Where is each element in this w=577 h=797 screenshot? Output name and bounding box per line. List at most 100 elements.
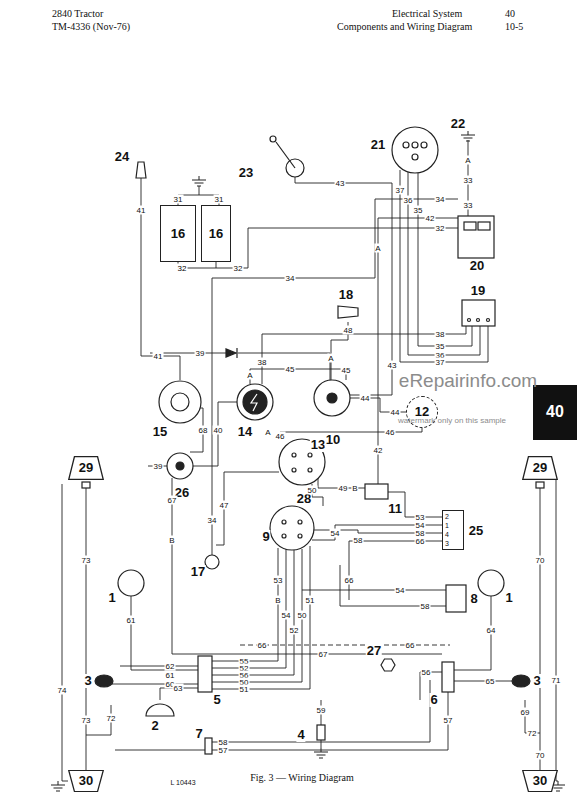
wire-number: 72 [527, 729, 538, 738]
wire-number: 56 [421, 668, 432, 677]
wire-number: B [351, 484, 358, 493]
wire-number: 33 [463, 176, 474, 185]
wire-number: 51 [305, 596, 316, 605]
figure-code: L 10443 [170, 779, 195, 786]
components [478, 222, 490, 230]
lamp-outline [69, 770, 104, 791]
lamp-2 [146, 704, 174, 716]
components [251, 394, 257, 411]
wire-number: 32 [177, 264, 188, 273]
wires [216, 472, 279, 545]
wire-number: 34 [207, 516, 218, 525]
wires [86, 488, 87, 770]
wire-number: 66 [257, 641, 268, 650]
callout-number: 24 [114, 150, 130, 164]
ground-symbols [192, 176, 206, 186]
callout-number: 23 [238, 166, 254, 180]
wire-number: 41 [153, 352, 164, 361]
components [421, 142, 427, 148]
wires [150, 353, 330, 380]
page-header: 10-5 [505, 21, 523, 33]
callout-number: 21 [370, 138, 386, 152]
lamp-outline [69, 456, 104, 479]
switch-9 [270, 506, 314, 550]
callout-number: 1 [504, 591, 513, 605]
components [171, 393, 189, 411]
components [403, 142, 409, 148]
callout-number: 6 [429, 693, 438, 707]
wire-number: 44 [390, 408, 401, 417]
page-header: Components and Wiring Diagram [337, 21, 472, 33]
flasher-8 [446, 585, 466, 612]
callout-number: 20 [469, 259, 485, 273]
components [468, 319, 471, 322]
connector-block: 2143 [442, 510, 464, 550]
wire-number: 52 [289, 626, 300, 635]
page-header: 2840 Tractor [52, 8, 103, 20]
horn-17 [205, 555, 219, 569]
wire-number: 37 [435, 358, 446, 367]
components [82, 127, 544, 754]
wires [212, 548, 278, 661]
battery-box: 16 [201, 205, 231, 262]
wire-number: 36 [403, 196, 414, 205]
components [536, 482, 544, 488]
figure-caption: Fig. 3 — Wiring Diagram [250, 772, 354, 783]
wire-number: B [274, 596, 281, 605]
wire-number: 35 [435, 342, 446, 351]
wire-number: 35 [413, 206, 424, 215]
wires [172, 478, 442, 654]
wire-number: A [374, 244, 381, 253]
ground-symbols [51, 781, 65, 791]
wire-number: 47 [219, 501, 230, 510]
wire-number: 70 [535, 751, 546, 760]
wires [212, 549, 302, 682]
wire-number: 64 [486, 626, 497, 635]
wire-number: 42 [425, 214, 436, 223]
watermark: eRepairinfo.com [399, 370, 537, 392]
callout-number: 11 [387, 502, 403, 516]
components [226, 349, 236, 357]
wire-number: 38 [257, 358, 268, 367]
gauge-13 [314, 380, 350, 416]
wires [62, 484, 68, 781]
callout-number: 10 [325, 433, 341, 447]
wires [302, 590, 446, 591]
wires [340, 565, 446, 606]
wire-number: 43 [387, 361, 398, 370]
callout-number: 17 [190, 565, 206, 579]
wire-number: 68 [198, 426, 209, 435]
callout-number: 3 [83, 674, 92, 688]
lamp-housing: 29 [68, 456, 104, 480]
wire-number: 34 [435, 195, 446, 204]
components [308, 468, 312, 472]
diode-39 [226, 349, 238, 357]
callout-number: 15 [152, 425, 168, 439]
wire-number: 53 [273, 576, 284, 585]
wire-number: 45 [341, 366, 352, 375]
wire-number: 73 [81, 716, 92, 725]
connector-7 [205, 738, 212, 754]
wire-number: 65 [485, 677, 496, 686]
callout-number: 2 [150, 719, 159, 733]
callout-number: 4 [296, 728, 305, 742]
wire-number: 34 [285, 274, 296, 283]
wires [280, 428, 422, 440]
wire-number: A [327, 354, 334, 363]
lamp-3 [95, 675, 113, 687]
ground-symbols [461, 131, 475, 141]
wire-number: 31 [214, 195, 225, 204]
wire-number: 49 [338, 484, 349, 493]
gauge-14 [237, 384, 273, 420]
callout-number: 30 [533, 774, 547, 788]
wires [400, 170, 488, 362]
bus-wire-66 [240, 645, 450, 646]
wire-number: 32 [435, 224, 446, 233]
callout-number: 18 [338, 288, 354, 302]
wire-number: 54 [281, 611, 292, 620]
lamp-1 [478, 570, 504, 596]
wire-number: 46 [385, 428, 396, 437]
wire-number: 31 [173, 195, 184, 204]
page-header: Electrical System [392, 8, 462, 20]
section-tab-text: 40 [546, 403, 564, 421]
